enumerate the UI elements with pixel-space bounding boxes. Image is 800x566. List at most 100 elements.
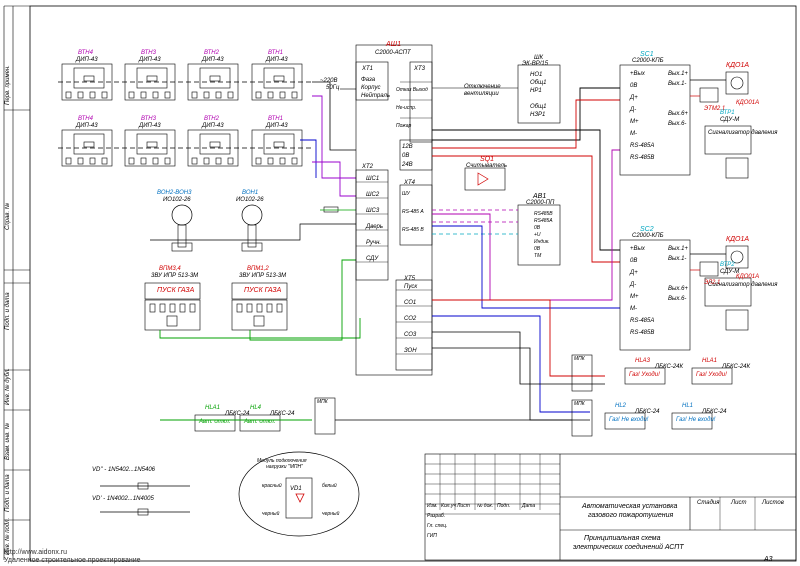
rpc-row: 0В (534, 225, 541, 231)
sc-unit (619, 239, 691, 351)
wire-hand-start2 (249, 259, 356, 341)
stamp-col-head: Изм. (427, 503, 438, 509)
main-pwr (399, 139, 433, 171)
sc-row-right: Вых.1+ (668, 246, 688, 252)
main-xt3 (409, 61, 433, 143)
detector-bottom-model: ДИП-43 (266, 123, 288, 129)
stamp-col-head: Подп. (497, 503, 511, 509)
pressure-sensor (725, 309, 749, 331)
mpk-module (571, 354, 593, 392)
diode-vd2-body (137, 482, 149, 490)
detector-bottom-model: ДИП-43 (76, 123, 98, 129)
sc-row-right: Вых.6- (668, 121, 687, 127)
stamp-col-head: Лист (457, 503, 470, 509)
main-xt3-row: Пожар (396, 123, 412, 129)
sensor-base (241, 242, 263, 252)
main-xt2-label: ХТ2 (362, 164, 374, 170)
sc-unit (619, 64, 691, 176)
stamp-title4: электрических соединений АСПТ (573, 544, 684, 551)
detector-bottom-body (73, 133, 105, 155)
stamp-row-head: Разраб. (427, 513, 446, 519)
aux-text: Отключение (464, 84, 501, 90)
main-xt2 (355, 169, 389, 281)
gas-starter-model: 3ВУ ИПР 513-3М (151, 273, 199, 279)
detector-bottom-pin (65, 157, 72, 165)
lamp-text: Газ! Не входи! (676, 417, 716, 423)
module-title: нагрузки "МПН" (266, 464, 303, 470)
gas-starter-switch (166, 315, 178, 327)
detector-top-pin (128, 91, 135, 99)
watermark-url: http://www.aidonx.ru (4, 549, 68, 556)
stamp-title1: Автоматическая установка (582, 503, 678, 510)
title-block (424, 453, 797, 561)
wire-sc2-power (432, 129, 620, 251)
valve-coil (730, 76, 744, 90)
sc-model: С2000-КПБ (632, 58, 664, 64)
main-neutral: Нейтраль (361, 93, 391, 99)
detector-top-pin (191, 91, 198, 99)
detector-bottom-pin (255, 157, 262, 165)
margin-sprav: Справ. № (5, 202, 11, 230)
water-sensor-model: ИО102-26 (236, 197, 264, 203)
gas-starter-model: 3ВУ ИПР 513-3М (239, 273, 287, 279)
valve-el (699, 261, 719, 277)
aux-row: НР1 (530, 88, 542, 94)
detector-top-pin (164, 91, 171, 99)
sc-model: С2000-КПБ (632, 233, 664, 239)
detector-bottom-pin (140, 157, 147, 165)
rpc-model: С2000-ПП (526, 200, 555, 206)
main-xt5-row: ЗОН (404, 348, 417, 354)
aux-row: НО1 (530, 72, 543, 78)
gas-starter-pin (189, 303, 196, 313)
aux-row: Общ1 (530, 104, 547, 110)
wire-lamp-blue (432, 315, 590, 413)
detector-top-pin (215, 91, 222, 99)
module-pin: черный (322, 511, 340, 517)
resistor (323, 206, 339, 213)
detector-bottom-body (199, 133, 231, 155)
keyswitch-body (464, 167, 506, 191)
valve-sub: КДО01А (736, 100, 760, 106)
mpk-label: МПК (574, 401, 585, 407)
sc-row-left: RS-485А (630, 318, 655, 324)
lamp-ref: HLA1 (702, 358, 718, 364)
detector-bottom-pin (89, 157, 96, 165)
wire-shs3 (150, 223, 356, 241)
aux-text: вентиляции (464, 91, 499, 97)
mpk-label: МПК (574, 356, 585, 362)
diode-legend-vd2: VD'' - 1N5402...1N5406 (92, 467, 155, 473)
lamp-ref: HL1 (682, 403, 694, 409)
aux-ref: ШК (534, 55, 544, 61)
wire-lamp-red (432, 299, 605, 377)
rpc-row: 0В (534, 246, 541, 252)
sensor-stem (247, 224, 257, 248)
detector-top-ref: ВТН1 (268, 50, 283, 56)
module-title: Модуль подключения (257, 458, 307, 464)
main-xt5-label: ХТ5 (404, 276, 416, 282)
sensor-stem (177, 224, 187, 248)
detector-bottom-ref: ВТН3 (141, 116, 156, 122)
detector-top-body (136, 67, 168, 89)
sc-row-left: +Вых (630, 71, 645, 77)
lamp-ref: HLA3 (635, 358, 651, 364)
wire-purple2 (312, 161, 356, 197)
sc-ref: SC2 (640, 226, 654, 233)
water-sensor-ref: ВОН2-ВОН3 (157, 190, 192, 196)
main-xt2-row: ШС2 (366, 192, 380, 198)
sc-row-left: 0В (630, 83, 638, 89)
valve-ref: КДО1А (726, 236, 750, 243)
aux-row: Общ1 (530, 80, 547, 86)
sc-row-left: М- (630, 131, 637, 137)
detector-bottom-ref: ВТН4 (78, 116, 93, 122)
keyswitch-ref: SQ1 (480, 156, 495, 163)
aux-row: НЗР1 (530, 112, 546, 118)
aux-unit (517, 64, 561, 124)
detector-bottom-pin (77, 157, 84, 165)
detector-bottom-pin (279, 157, 286, 165)
gas-starter-pin (149, 303, 156, 313)
main-xt1 (355, 61, 389, 101)
lamp-text: Газ! Уходи! (696, 372, 727, 378)
lamp-model: ЛБКС-24 (635, 409, 660, 415)
sc-row-left: Д- (630, 282, 637, 288)
